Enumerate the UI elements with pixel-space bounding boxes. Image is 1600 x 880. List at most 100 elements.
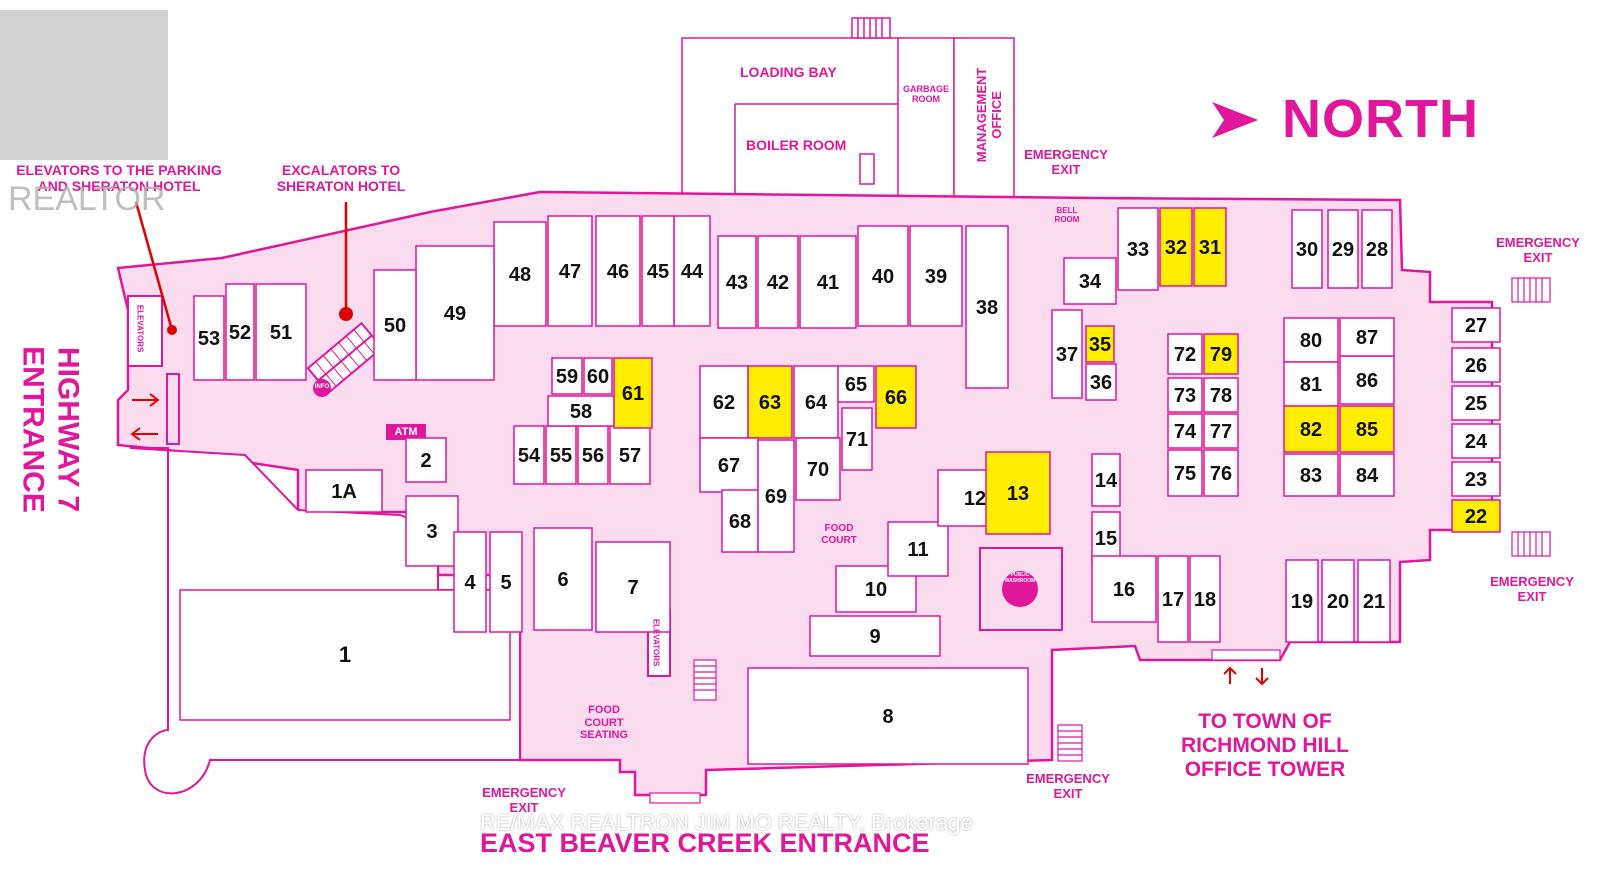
unit-label-71: 71 [846, 429, 868, 451]
unit-label-38: 38 [976, 297, 998, 319]
unit-66 [875, 365, 917, 429]
unit-label-16: 16 [1113, 579, 1135, 601]
unit-32 [1159, 207, 1193, 287]
unit-label-75: 75 [1174, 463, 1196, 485]
info-label: INFO [314, 384, 330, 390]
unit-label-17: 17 [1162, 589, 1184, 611]
unit-label-61: 61 [622, 383, 644, 405]
unit-87 [1339, 317, 1395, 357]
emergency-exit-label: EMERGENCY EXIT [1490, 574, 1574, 604]
unit-13 [985, 451, 1051, 535]
unit-label-12: 12 [964, 488, 986, 510]
unit-52 [225, 283, 255, 381]
unit-label-2: 2 [420, 450, 431, 472]
emergency-exit-label: EMERGENCY EXIT [482, 785, 566, 815]
unit-37 [1051, 309, 1083, 399]
unit-label-63: 63 [759, 392, 781, 414]
unit-label-28: 28 [1366, 239, 1388, 261]
service-area [681, 17, 1015, 199]
unit-21 [1357, 559, 1391, 643]
unit-label-29: 29 [1332, 239, 1354, 261]
unit-30 [1291, 209, 1323, 289]
unit-33 [1117, 207, 1159, 291]
unit-label-59: 59 [556, 366, 578, 388]
unit-53 [193, 295, 225, 381]
unit-16 [1091, 555, 1157, 623]
elevator-pointer-dot [167, 325, 177, 335]
unit-38 [965, 225, 1009, 389]
unit-63 [747, 365, 793, 439]
unit-label-55: 55 [550, 445, 572, 467]
unit-label-40: 40 [872, 266, 894, 288]
unit-label-7: 7 [627, 577, 638, 599]
unit-label-47: 47 [559, 261, 581, 283]
unit-81 [1283, 361, 1339, 407]
unit-79 [1203, 333, 1239, 375]
escalator-pointer-dot [339, 307, 353, 321]
unit-36 [1085, 363, 1117, 401]
food-court-seating-label: FOOD COURT SEATING [579, 704, 629, 742]
unit-label-19: 19 [1291, 591, 1313, 613]
north-label: NORTH [1282, 89, 1479, 149]
unit-70 [795, 437, 841, 501]
unit-label-31: 31 [1199, 237, 1221, 259]
unit-label-44: 44 [681, 261, 704, 283]
unit-label-1a: 1A [331, 481, 357, 503]
unit-47 [547, 215, 593, 327]
unit-75 [1167, 449, 1203, 497]
escalators-icon [306, 321, 384, 395]
emergency-exit-label: EMERGENCY EXIT [1496, 235, 1580, 265]
unit-label-51: 51 [270, 322, 292, 344]
unit-74 [1167, 413, 1203, 449]
unit-label-15: 15 [1095, 528, 1117, 550]
elevator-boxes [127, 295, 671, 677]
unit-55 [545, 425, 577, 485]
unit-45 [641, 215, 675, 327]
unit-8 [747, 667, 1029, 765]
bell-room-label: BELL ROOM [1054, 206, 1080, 225]
unit-76 [1203, 449, 1239, 497]
unit-label-6: 6 [557, 569, 568, 591]
unit-label-21: 21 [1363, 591, 1385, 613]
unit-78 [1203, 377, 1239, 413]
unit-18 [1189, 555, 1221, 643]
unit-60 [583, 357, 613, 395]
unit-82 [1283, 405, 1339, 453]
unit-label-35: 35 [1089, 334, 1111, 356]
loading-bay-label: LOADING BAY [740, 64, 837, 80]
unit-label-33: 33 [1127, 239, 1149, 261]
unit-label-64: 64 [805, 392, 828, 414]
unit-61 [613, 357, 653, 429]
unit-label-1: 1 [339, 642, 351, 667]
unit-1a [305, 469, 383, 513]
unit-label-20: 20 [1327, 591, 1349, 613]
unit-label-4: 4 [464, 572, 476, 594]
atm-marker [386, 424, 426, 440]
unit-label-36: 36 [1090, 372, 1112, 394]
unit-label-68: 68 [729, 511, 751, 533]
unit-4 [453, 531, 487, 633]
unit-7 [595, 541, 671, 633]
unit-label-22: 22 [1465, 506, 1487, 528]
atm-label: ATM [394, 426, 418, 438]
unit-34 [1063, 257, 1117, 305]
unit-label-9: 9 [869, 626, 880, 648]
excalators-sheraton-label: EXCALATORS TO SHERATON HOTEL [276, 162, 406, 195]
unit-5 [489, 531, 523, 633]
unit-label-23: 23 [1465, 469, 1487, 491]
unit-49 [415, 245, 495, 381]
unit-85 [1339, 405, 1395, 453]
unit-64 [793, 365, 839, 439]
unit-83 [1283, 453, 1339, 497]
unit-label-39: 39 [925, 266, 947, 288]
boiler-room-label: BOILER ROOM [746, 137, 847, 153]
realtor-logo [0, 10, 168, 160]
unit-label-46: 46 [607, 261, 629, 283]
unit-label-67: 67 [718, 455, 740, 477]
unit-27 [1451, 307, 1501, 343]
unit-label-69: 69 [765, 486, 787, 508]
elevators-label-center: ELEVATORS [651, 618, 661, 667]
unit-20 [1321, 559, 1355, 643]
unit-71 [841, 407, 873, 471]
unit-label-60: 60 [587, 366, 609, 388]
